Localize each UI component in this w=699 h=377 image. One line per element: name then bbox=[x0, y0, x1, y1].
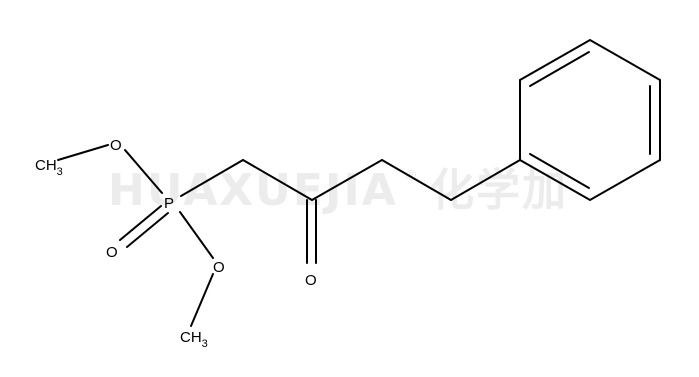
bond-o-ch3-bottom bbox=[190, 273, 214, 327]
bond-p-o-bottom bbox=[179, 211, 214, 259]
bond-o-p-top bbox=[124, 149, 163, 194]
benzene-ring bbox=[519, 38, 661, 202]
atom-ch3-bottom-sub: 3 bbox=[202, 338, 208, 350]
atom-o-ketone: O bbox=[305, 272, 317, 289]
bond-ch2-ring bbox=[450, 159, 521, 201]
atom-o-bottom: O bbox=[213, 259, 225, 276]
bond-ch2-carbonyl bbox=[242, 159, 313, 201]
atom-labels: CH3 O P O O CH3 O bbox=[35, 137, 317, 350]
atom-ch3-top-main: CH bbox=[35, 157, 57, 174]
bond-ch3-o-top bbox=[57, 144, 109, 161]
bonds bbox=[57, 144, 521, 327]
atom-p: P bbox=[164, 195, 174, 212]
watermark: HUAXUEJIA ® 化学加 bbox=[108, 165, 566, 216]
bond-carbonyl-ch2 bbox=[311, 159, 383, 201]
atom-ch3-top: CH3 bbox=[35, 157, 63, 178]
bond-ch2-ch2 bbox=[381, 159, 452, 201]
ring-outline bbox=[519, 38, 661, 202]
atom-ch3-bottom-main: CH bbox=[180, 329, 202, 346]
bond-p-o-double-b bbox=[126, 212, 169, 248]
atom-o-double: O bbox=[106, 244, 118, 261]
ring-inner-bond-3 bbox=[529, 153, 590, 189]
atom-ch3-top-sub: 3 bbox=[57, 166, 63, 178]
atom-ch3-bottom: CH3 bbox=[180, 329, 208, 350]
atom-o-top: O bbox=[110, 137, 122, 154]
watermark-text: HUAXUEJIA bbox=[108, 165, 398, 216]
ring-inner-bond-1 bbox=[529, 51, 590, 87]
bond-p-o-double-a bbox=[119, 205, 162, 241]
bond-p-ch2 bbox=[180, 159, 244, 197]
